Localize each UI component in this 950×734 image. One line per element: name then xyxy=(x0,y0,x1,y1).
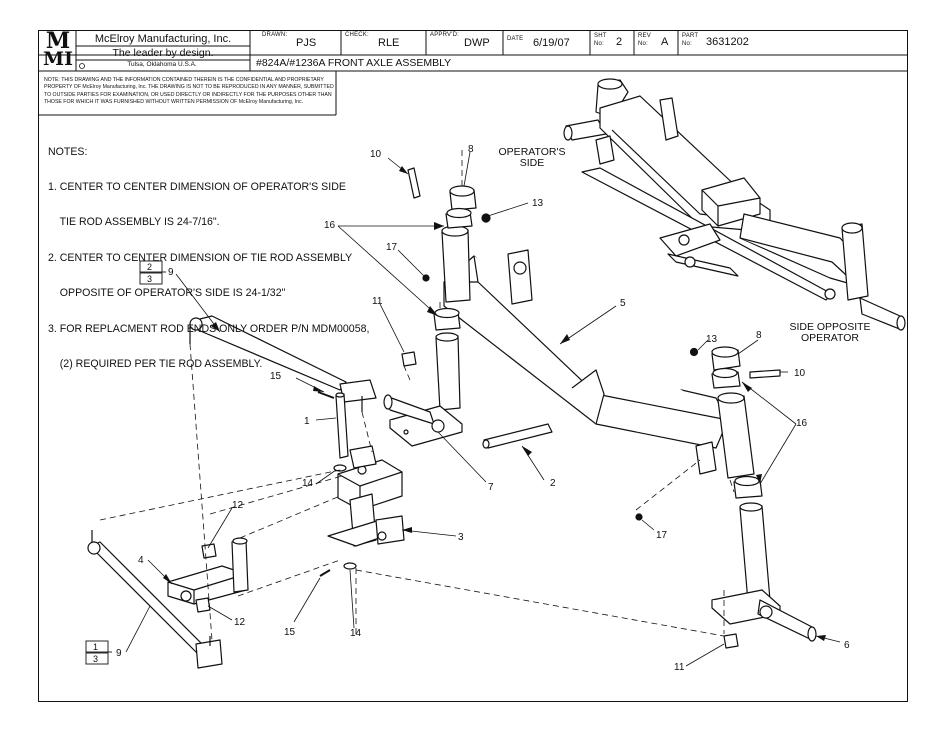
rev-value: A xyxy=(661,36,669,48)
leader-arrowheads xyxy=(163,166,826,641)
apprvd-label: APPRV'D: xyxy=(430,32,459,38)
callout-15-bottom: 15 xyxy=(284,627,296,638)
callout-17-left: 17 xyxy=(386,242,398,253)
callout-16-left: 16 xyxy=(324,220,336,231)
part-label: PART No: xyxy=(682,33,699,47)
callout-4: 4 xyxy=(138,555,144,566)
callout-12-top: 12 xyxy=(232,500,244,511)
assembled-view-operators-side xyxy=(563,78,906,331)
callout-17-right: 17 xyxy=(656,530,668,541)
callout-9-bottom: 9 xyxy=(116,648,122,659)
callout-flags xyxy=(85,260,166,665)
side-opposite-label-2: OPERATOR xyxy=(801,332,859,344)
assembly-center-lines xyxy=(99,150,735,641)
drawing-sheet xyxy=(38,30,908,702)
confidential-notice: NOTE: THIS DRAWING AND THE INFORMATION C… xyxy=(44,77,334,106)
rev-label: REV No: xyxy=(638,33,651,47)
note-line: (2) REQUIRED PER TIE ROD ASSEMBLY. xyxy=(48,357,263,370)
date-label: DATE xyxy=(507,36,524,42)
exploded-view xyxy=(87,167,817,669)
callout-8-left: 8 xyxy=(468,144,474,155)
drawing-title: #824A/#1236A FRONT AXLE ASSEMBLY xyxy=(256,57,452,69)
sheet-value: 2 xyxy=(616,36,623,48)
drawn-value: PJS xyxy=(296,37,317,49)
callout-1: 1 xyxy=(304,416,310,427)
flag-1: 1 xyxy=(93,642,98,652)
company-name: McElroy Manufacturing, Inc. xyxy=(94,33,232,45)
callout-10-left: 10 xyxy=(370,149,382,160)
view-labels: OPERATOR'S SIDE SIDE OPPOSITE OPERATOR xyxy=(499,146,871,344)
callout-11-left: 11 xyxy=(372,296,383,307)
note-line: 1. CENTER TO CENTER DIMENSION OF OPERATO… xyxy=(48,180,346,193)
flag-3-top: 3 xyxy=(147,274,152,284)
check-label: CHECK: xyxy=(345,32,369,38)
note-line: TIE ROD ASSEMBLY IS 24-7/16". xyxy=(48,216,220,229)
flag-3-bottom: 3 xyxy=(93,654,98,664)
callout-12-bottom: 12 xyxy=(234,617,246,628)
callout-6: 6 xyxy=(844,640,850,651)
operators-side-label-1: OPERATOR'S xyxy=(499,146,566,158)
note-line: 2. CENTER TO CENTER DIMENSION OF TIE ROD… xyxy=(48,251,353,264)
callout-13-right: 13 xyxy=(706,334,718,345)
notes-block: NOTES: 1. CENTER TO CENTER DIMENSION OF … xyxy=(48,123,369,383)
callout-5: 5 xyxy=(620,298,626,309)
company-logo: M MI xyxy=(42,28,74,70)
callout-9-top: 9 xyxy=(168,267,174,278)
side-opposite-label-1: SIDE OPPOSITE xyxy=(789,321,870,333)
apprvd-value: DWP xyxy=(464,37,490,49)
callout-15-top: 15 xyxy=(270,371,282,382)
flag-2: 2 xyxy=(147,262,152,272)
sheet-label: SHT No: xyxy=(594,33,607,47)
callout-8-right: 8 xyxy=(756,330,762,341)
drawn-label: DRAWN: xyxy=(262,32,288,38)
title-block-grid xyxy=(38,30,908,116)
callout-16-right: 16 xyxy=(796,418,808,429)
logo-top: M xyxy=(45,28,71,54)
callout-10-right: 10 xyxy=(794,368,806,379)
callout-3: 3 xyxy=(458,532,464,543)
part-callouts: 10 8 13 16 17 11 5 9 15 1 14 7 2 3 12 4 … xyxy=(93,144,850,673)
note-line: 3. FOR REPLACMENT ROD ENDS ONLY ORDER P/… xyxy=(48,322,370,335)
notes-heading: NOTES: xyxy=(48,145,88,158)
callout-2: 2 xyxy=(550,478,556,489)
note-line: OPPOSITE OF OPERATOR'S SIDE IS 24-1/32" xyxy=(48,287,286,300)
logo-bottom: MI xyxy=(43,48,73,70)
callout-14-bottom: 14 xyxy=(350,628,362,639)
operators-side-label-2: SIDE xyxy=(520,157,545,169)
date-value: 6/19/07 xyxy=(533,37,570,49)
check-value: RLE xyxy=(378,37,400,49)
registered-mark-icon xyxy=(79,63,85,69)
callout-7: 7 xyxy=(488,482,494,493)
company-tagline: The leader by design. xyxy=(112,47,214,59)
part-value: 3631202 xyxy=(706,36,749,48)
callout-14-top: 14 xyxy=(302,478,314,489)
company-location: Tulsa, Oklahoma U.S.A. xyxy=(127,61,197,68)
callout-13-left: 13 xyxy=(532,198,544,209)
callout-11-right: 11 xyxy=(674,662,685,673)
